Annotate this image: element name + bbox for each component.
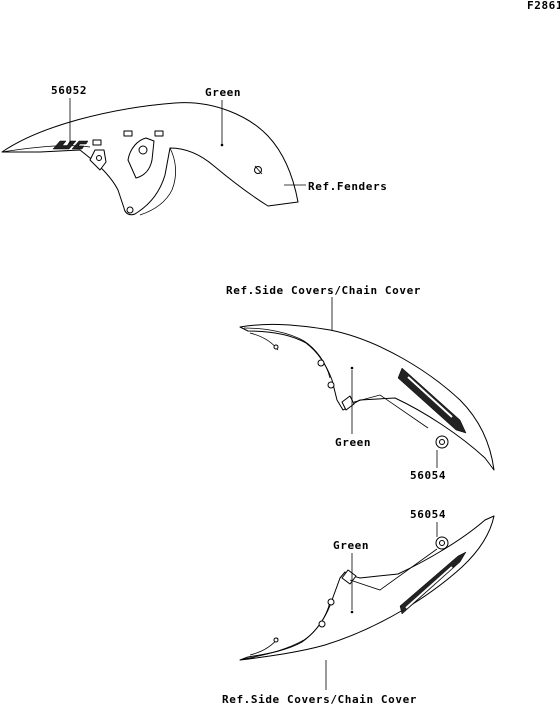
label-ref-fenders: Ref.Fenders xyxy=(308,180,387,193)
front-fender-drawing xyxy=(1,102,299,216)
label-lower-56054: 56054 xyxy=(410,508,446,521)
lower-side-cover-drawing xyxy=(239,515,495,661)
label-lower-ref-side-covers: Ref.Side Covers/Chain Cover xyxy=(222,693,417,705)
label-upper-green: Green xyxy=(335,436,371,449)
label-upper-ref-side-covers: Ref.Side Covers/Chain Cover xyxy=(226,284,421,297)
lower-decal-emblem xyxy=(399,551,467,615)
label-56052: 56052 xyxy=(51,84,87,97)
upper-side-cover-drawing xyxy=(239,323,495,471)
figure-code: F2861 xyxy=(527,0,560,12)
label-upper-56054: 56054 xyxy=(410,469,446,482)
label-lower-green: Green xyxy=(333,539,369,552)
upper-decal-emblem xyxy=(397,367,467,434)
label-fender-green: Green xyxy=(205,86,241,99)
